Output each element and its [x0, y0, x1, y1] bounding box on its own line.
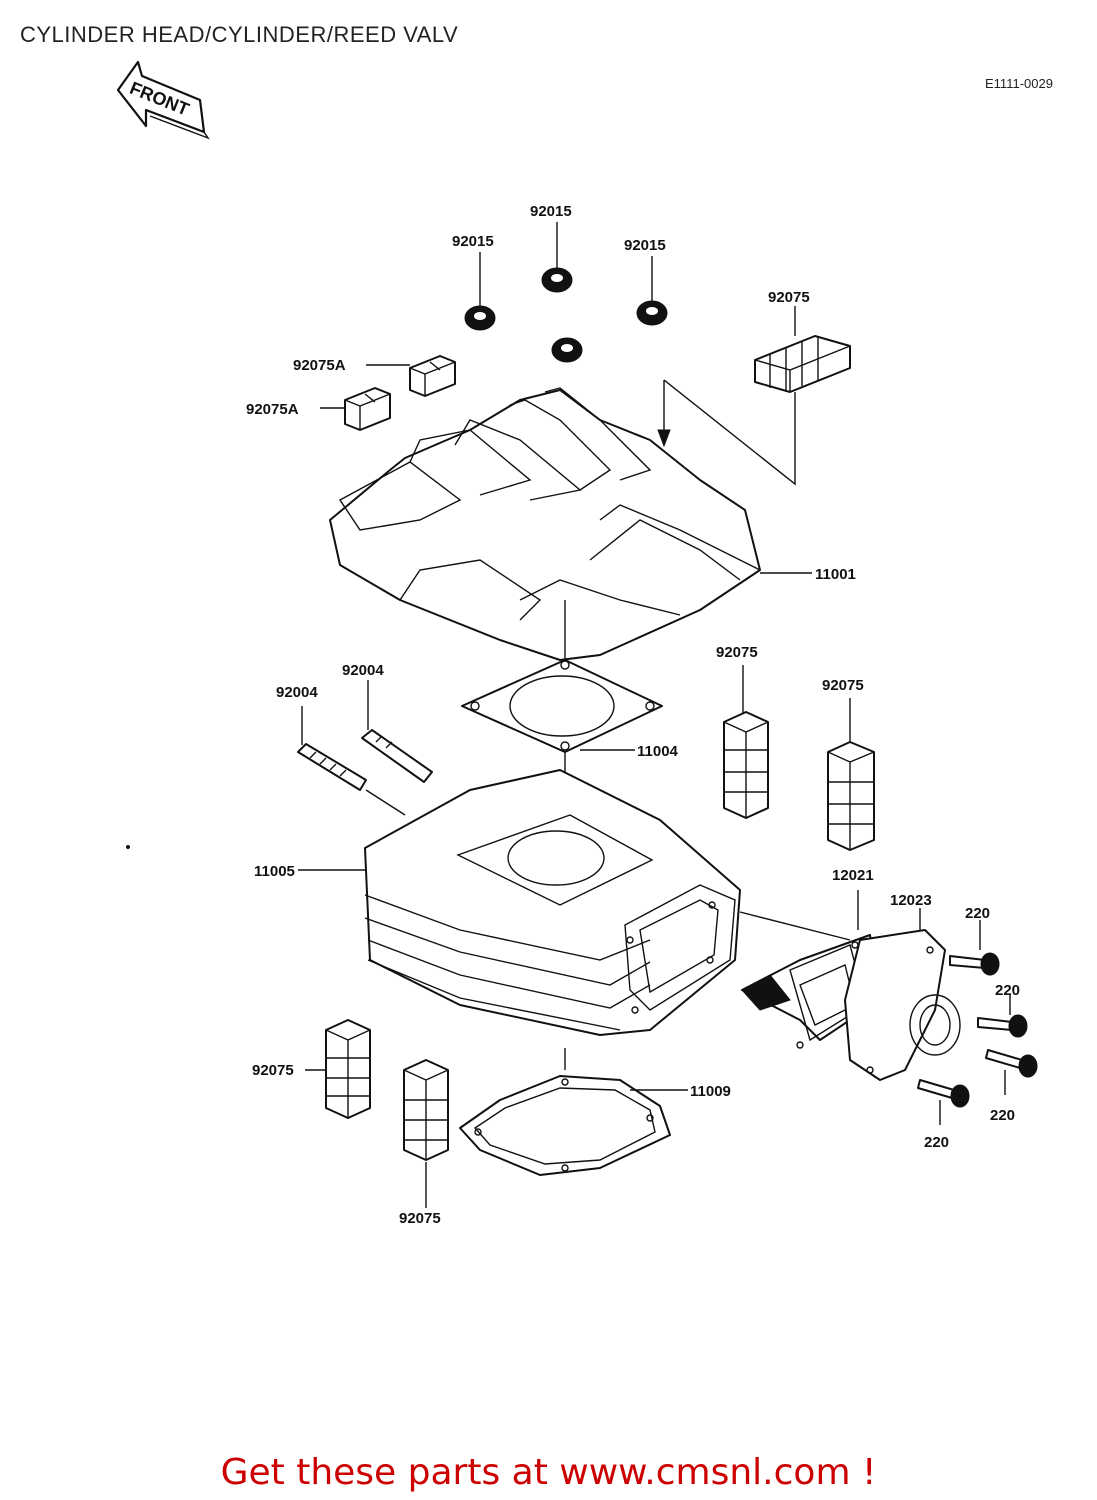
cylinder-head-icon: [329, 387, 812, 661]
nut-right-icon: [636, 256, 668, 326]
label-damper-top-right: 92075: [768, 289, 810, 306]
label-damper-a-lower: 92075A: [246, 401, 299, 418]
base-gasket-icon: [459, 1075, 688, 1176]
diagram-code: E1111-0029: [985, 76, 1053, 91]
label-damper-mid-left: 92075: [716, 644, 758, 661]
label-nut-left: 92015: [452, 233, 494, 250]
damper-top-right-icon: [657, 306, 851, 486]
label-damper-a-upper: 92075A: [293, 357, 346, 374]
screw-mid-icon: [977, 995, 1028, 1038]
screw-bottom-icon: [917, 1079, 970, 1125]
label-nut-center: 92015: [530, 203, 572, 220]
label-stud-left: 92004: [276, 684, 318, 701]
label-screw-right: 220: [990, 1107, 1015, 1124]
damper-a-lower-icon: [320, 387, 391, 431]
page-title: CYLINDER HEAD/CYLINDER/REED VALV: [20, 22, 459, 47]
label-head-gasket: 11004: [637, 743, 679, 760]
stray-dot: [126, 845, 130, 849]
label-screw-bottom: 220: [924, 1134, 949, 1151]
nut-center-icon: [541, 222, 583, 363]
damper-bottom-center-icon: [403, 1059, 449, 1208]
label-stud-right: 92004: [342, 662, 384, 679]
label-screw-mid: 220: [995, 982, 1020, 999]
label-base-gasket: 11009: [690, 1083, 731, 1100]
stud-left-icon: [297, 706, 406, 816]
screw-right-icon: [985, 1049, 1038, 1095]
stud-right-icon: [361, 680, 433, 783]
label-damper-mid-right: 92075: [822, 677, 864, 694]
damper-bottom-left-icon: [305, 1019, 371, 1119]
front-arrow-icon: FRONT: [116, 60, 210, 140]
label-damper-bottom-left: 92075: [252, 1062, 294, 1079]
manifold-icon: [844, 908, 961, 1081]
label-nut-right: 92015: [624, 237, 666, 254]
cylinder-icon: [298, 769, 851, 1070]
damper-a-upper-icon: [366, 355, 456, 397]
label-reed-valve: 12021: [832, 867, 874, 884]
label-cylinder: 11005: [254, 863, 295, 880]
label-screw-top: 220: [965, 905, 990, 922]
label-manifold: 12023: [890, 892, 932, 909]
footer-link-text[interactable]: Get these parts at www.cmsnl.com !: [220, 1452, 877, 1493]
label-cylinder-head: 11001: [815, 566, 856, 583]
screw-top-icon: [949, 920, 1000, 976]
parts-diagram: FRONT: [116, 60, 1038, 1227]
damper-mid-left-icon: [723, 665, 769, 819]
nut-left-icon: [464, 252, 496, 331]
damper-mid-right-icon: [827, 698, 875, 851]
label-damper-bottom-center: 92075: [399, 1210, 441, 1227]
